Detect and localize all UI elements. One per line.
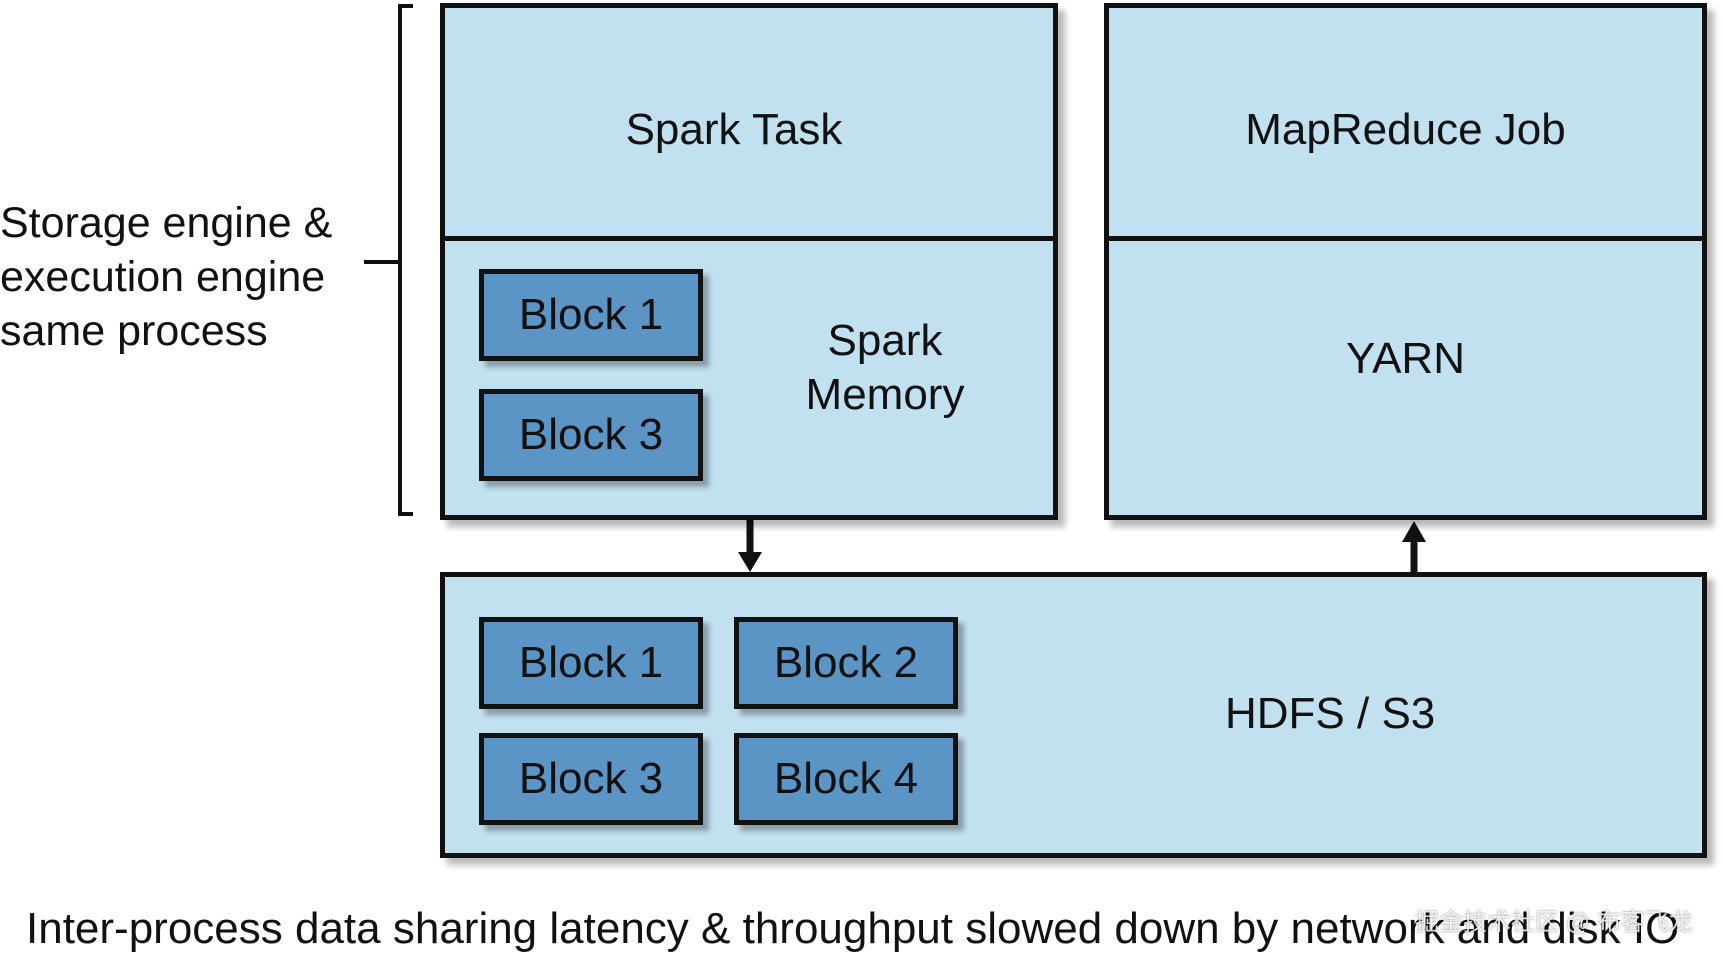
storage-block: Block 4 — [734, 733, 958, 825]
mapreduce-job-label: MapReduce Job — [1245, 105, 1566, 154]
yarn-section: YARN — [1109, 236, 1702, 515]
spark-memory-block: Block 3 — [479, 389, 703, 481]
storage-block: Block 3 — [479, 733, 703, 825]
spark-memory-label: Spark Memory — [795, 314, 975, 422]
spark-memory-section: Block 1 Block 3 Spark Memory — [445, 236, 1053, 515]
arrow-spark-to-hdfs — [738, 520, 762, 572]
side-label-line-2: execution engine — [0, 253, 326, 301]
spark-memory-label-line-2: Memory — [805, 370, 965, 419]
footer-caption: Inter-process data sharing latency & thr… — [26, 904, 1680, 953]
watermark: 掘金技术社区 @ 布客飞龙 — [1415, 909, 1693, 936]
side-label: Storage engine & execution engine same p… — [0, 196, 332, 358]
spark-memory-block: Block 1 — [479, 269, 703, 361]
side-label-line-1: Storage engine & — [0, 199, 333, 247]
side-label-line-3: same process — [0, 307, 268, 355]
storage-box: Block 1 Block 2 Block 3 Block 4 HDFS / S… — [440, 572, 1707, 858]
mapreduce-job-section: MapReduce Job — [1109, 8, 1702, 241]
yarn-label: YARN — [1346, 334, 1465, 383]
storage-block: Block 1 — [479, 617, 703, 709]
spark-task-section: Spark Task — [445, 8, 1053, 241]
spark-task-label: Spark Task — [625, 105, 843, 154]
storage-block: Block 2 — [734, 617, 958, 709]
spark-box: Spark Task Block 1 Block 3 Spark Memory — [440, 3, 1058, 520]
spark-memory-label-line-1: Spark — [827, 316, 943, 365]
mapreduce-box: MapReduce Job YARN — [1104, 3, 1707, 520]
side-bracket — [364, 4, 413, 516]
arrow-hdfs-to-yarn — [1402, 521, 1426, 574]
storage-label: HDFS / S3 — [1225, 689, 1436, 738]
